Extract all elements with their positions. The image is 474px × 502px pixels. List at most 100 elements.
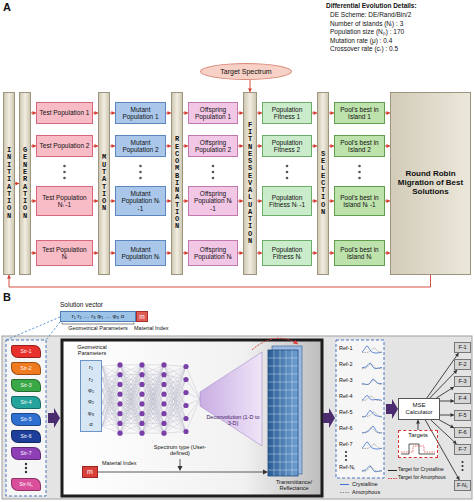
connector-line: [439, 420, 454, 428]
structure-shape: Str-7: [11, 447, 41, 460]
spectrum-curve: [362, 444, 382, 449]
parameter-note: Number of islands (Nᵢ) : 3: [330, 20, 403, 27]
network-link: [142, 365, 164, 433]
neuron: [183, 429, 188, 434]
parameter-note: Crossover rate (cᵣ) : 0.5: [330, 45, 398, 52]
network-link: [142, 375, 164, 434]
network-link: [164, 404, 186, 406]
tensor-grid: [274, 350, 275, 476]
dashed-arc: [252, 338, 298, 350]
tensor-grid: [292, 350, 293, 476]
material-box: m: [82, 466, 98, 478]
ellipsis-dot: [345, 451, 347, 453]
neuron: [117, 431, 122, 436]
legend-text: Target for Crystalline: [398, 467, 444, 473]
network-link: [120, 414, 142, 434]
network-link: [102, 365, 120, 390]
network-link: [142, 384, 164, 433]
tensor-grid: [268, 446, 298, 447]
network-link: [164, 432, 186, 434]
ellipsis-dot: [212, 165, 215, 168]
neuron: [117, 392, 122, 397]
tensor-grid: [268, 406, 298, 407]
legend-text: Amorphous: [352, 489, 380, 495]
network-link: [164, 380, 186, 424]
node-text: Offspring Population 2: [191, 139, 235, 154]
population-box: Test Population Nᵢ: [36, 240, 93, 266]
neuron: [161, 392, 166, 397]
connector-arrow: [7, 275, 431, 287]
spectrum-curve: [362, 363, 382, 369]
network-link: [120, 394, 142, 433]
legend-line: [388, 470, 397, 471]
network-link: [142, 394, 164, 433]
stage-band: MUTATION: [98, 92, 110, 275]
node-text: F-5: [458, 412, 466, 418]
node-text: Offspring Population 1: [191, 106, 235, 121]
node-text: Test Population 2: [40, 142, 90, 149]
network-link: [164, 419, 186, 434]
network-link: [164, 367, 186, 424]
node-text: Test Population Nᵢ -1: [39, 194, 90, 209]
node-text: Str-3: [21, 383, 32, 389]
ellipsis-dot: [139, 165, 142, 168]
network-link: [142, 394, 164, 433]
node-text: F-6: [458, 429, 466, 435]
spectrum-curve: [362, 466, 382, 472]
network-link: [142, 365, 164, 404]
ellipsis-dot: [139, 171, 142, 174]
arrow-head: [293, 340, 298, 344]
spectrum-curve: [362, 396, 382, 401]
network-link: [120, 423, 142, 433]
network-link: [142, 423, 164, 433]
tensor-grid: [280, 350, 281, 476]
arrow-head: [450, 387, 454, 391]
connector-arrow: [416, 420, 420, 430]
input-label: Spectrum type (User-defined): [150, 444, 210, 457]
ellipsis-dot: [358, 165, 361, 168]
structure-shape: Str-1: [11, 345, 41, 358]
pool-box: Pool's best in Island Nᵢ: [334, 240, 385, 266]
node-text: Population Fitness 1: [265, 106, 309, 121]
connector-arrow: [440, 399, 454, 403]
network-link: [142, 404, 164, 433]
neuron: [183, 390, 188, 395]
node-text: Mutant Population Nᵢ: [118, 246, 163, 261]
network-link: [102, 365, 120, 426]
network-link: [120, 394, 142, 433]
network-link: [102, 384, 120, 426]
panel-ground: [2, 336, 472, 499]
reference-label: Ref-4: [339, 393, 352, 399]
tensor-grid: [268, 366, 298, 367]
network-link: [142, 364, 164, 365]
network-link: [142, 365, 164, 404]
stage-band: FITNESS EVALUATION: [243, 92, 257, 275]
input-box: r₁r₂φ₁φ₂φ₈α: [80, 360, 102, 432]
fitness-box: Population Fitness Nᵢ -1: [262, 186, 312, 216]
ellipsis-dot: [358, 177, 361, 180]
population-box: Mutant Population 2: [115, 135, 166, 157]
vector-title: Solution vector: [60, 301, 103, 308]
network-link: [120, 365, 142, 394]
arrow-head: [455, 353, 459, 357]
neuron: [139, 431, 144, 436]
neuron: [117, 362, 122, 367]
node-text: Str-Nₛ: [19, 482, 33, 488]
arrow-head: [416, 420, 420, 424]
node-text: MSE Calculator: [401, 402, 437, 415]
node-text: F-3: [458, 378, 466, 384]
bracket: [62, 323, 134, 325]
reference-label: Ref-1: [339, 345, 352, 351]
fitness-value-box: F-4: [454, 393, 471, 404]
node-text: GENERATION: [22, 147, 28, 220]
neuron: [139, 392, 144, 397]
network-link: [102, 404, 120, 426]
zoom-leader: [6, 317, 60, 340]
population-box: Mutant Population 1: [115, 102, 166, 124]
node-text: Round Robin Migration of Best Solutions: [395, 170, 466, 197]
fitness-value-box: F-1: [454, 342, 471, 353]
tensor-grid: [268, 454, 298, 455]
spectrum-curve: [362, 412, 382, 417]
connector-line: [431, 420, 457, 444]
network-link: [120, 384, 142, 433]
